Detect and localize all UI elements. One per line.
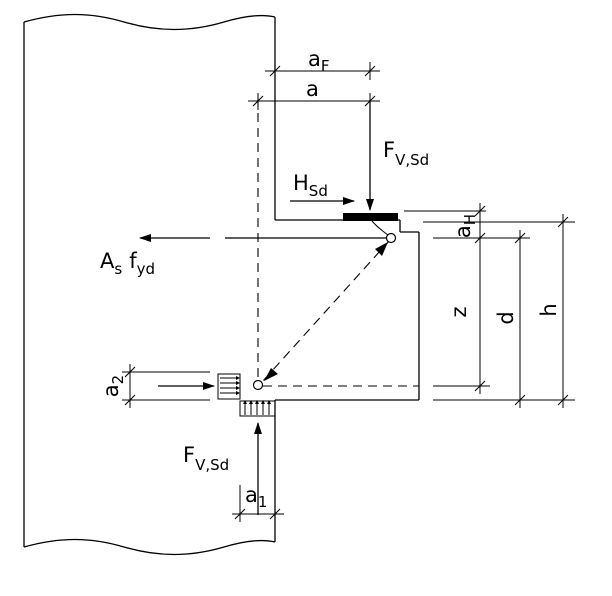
bottom-node xyxy=(252,379,264,391)
label-a: a xyxy=(306,77,319,101)
label-a1: a1 xyxy=(245,483,267,511)
dim-z xyxy=(474,238,486,394)
label-aF: aF xyxy=(308,47,330,75)
column-bottom-break-line xyxy=(23,538,276,556)
label-d: d xyxy=(494,311,518,324)
label-a2: a2 xyxy=(99,375,127,397)
dim-a xyxy=(248,93,380,110)
dim-aF xyxy=(265,62,380,80)
corbel-outline xyxy=(275,219,420,401)
dim-a2 xyxy=(122,364,210,408)
label-h: h xyxy=(537,303,561,316)
dim-a1 xyxy=(232,485,284,522)
bottom-stress-block xyxy=(239,400,276,417)
dim-d xyxy=(514,230,526,408)
compression-strut xyxy=(261,239,391,383)
label-FV-bottom: FV,Sd xyxy=(183,443,229,474)
label-z: z xyxy=(447,306,471,317)
label-FV-top: FV,Sd xyxy=(383,138,429,169)
column-top-break-line xyxy=(23,13,276,31)
column-outline xyxy=(23,13,276,556)
bearing-plate xyxy=(343,213,398,221)
label-HSd: HSd xyxy=(293,171,328,200)
top-node xyxy=(385,232,397,244)
strut-arrow-top xyxy=(375,242,388,256)
label-aH: aH xyxy=(451,214,479,238)
strut-arrow-bottom xyxy=(264,368,278,381)
side-stress-block xyxy=(217,373,241,400)
dim-h xyxy=(557,214,569,408)
load-transfer-curve xyxy=(371,220,389,236)
